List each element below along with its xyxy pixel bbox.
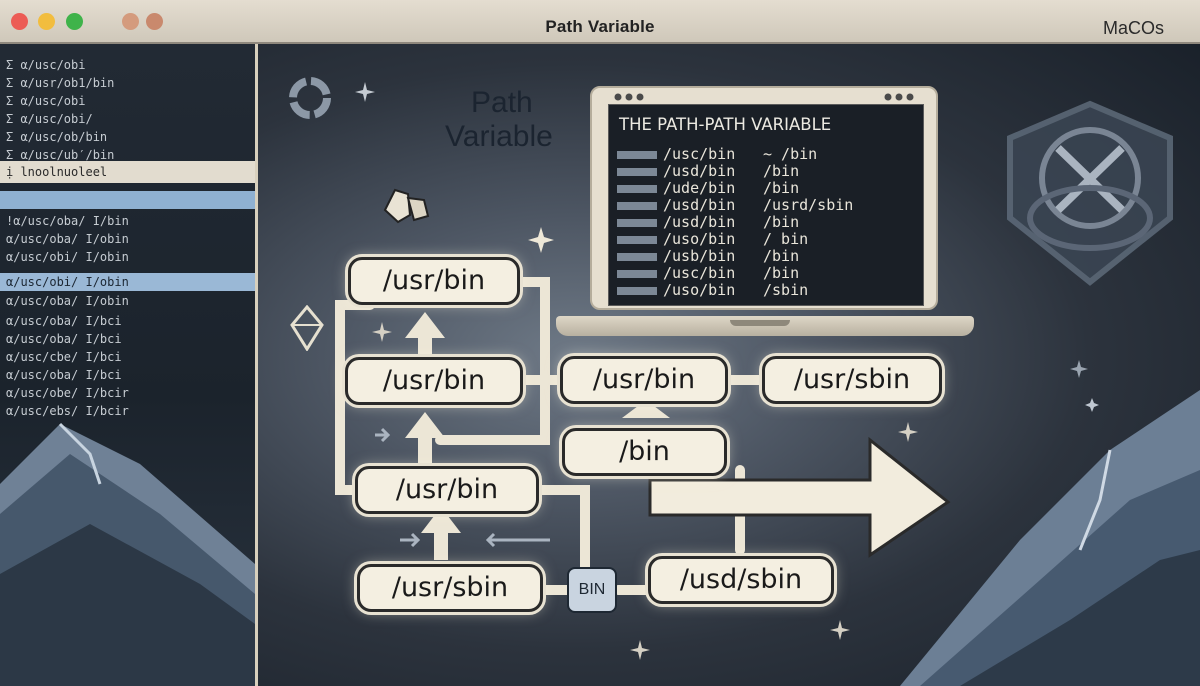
node-usd-sbin[interactable]: /usd/sbin (648, 556, 834, 604)
sidebar-header: ị lnoolnuoleel (6, 165, 107, 179)
sidebar-line[interactable]: Σ α/usc/obi (6, 94, 85, 108)
loading-ring-icon (286, 74, 336, 124)
node-bin-center[interactable]: /bin (562, 428, 727, 476)
sidebar-line[interactable]: Σ α/usc/obi (6, 58, 85, 72)
sidebar-line[interactable]: α/usc/oba/ I/bci (6, 314, 122, 328)
sidebar-selected-row[interactable]: α/usc/obi/ I/obin (0, 273, 255, 291)
sidebar-selected-text: α/usc/obi/ I/obin (6, 275, 129, 289)
node-usr-bin-low[interactable]: /usr/bin (355, 466, 539, 514)
illustration-title-line-1: Path (445, 86, 565, 120)
window-title: Path Variable (0, 17, 1200, 37)
sparkle-icon (830, 620, 850, 640)
title-bar: Path Variable MaCOs (0, 0, 1200, 44)
sidebar-line[interactable]: Σ α/usc/ob/bin (6, 130, 107, 144)
terminal-row: /uso/bin/ bin (617, 230, 808, 248)
sparkle-icon (630, 640, 650, 660)
rocks-icon (380, 180, 440, 230)
sidebar-line[interactable]: α/usc/cbe/ I/bci (6, 350, 122, 364)
node-usr-bin-top[interactable]: /usr/bin (348, 257, 520, 305)
bin-badge[interactable]: BIN (567, 567, 617, 613)
terminal-row: /usd/bin/bin (617, 213, 799, 231)
node-usr-bin-mid[interactable]: /usr/bin (345, 357, 523, 405)
sidebar-line[interactable]: !α/usc/oba/ I/bin (6, 214, 129, 228)
sparkle-icon (898, 422, 918, 442)
shield-emblem-icon (1000, 98, 1180, 288)
sidebar: Σ α/usc/obi Σ α/usr/ob1/bin Σ α/usc/obi … (0, 44, 258, 686)
node-usr-bin-center[interactable]: /usr/bin (560, 356, 728, 404)
sparkles-icon (1054, 340, 1104, 420)
terminal-row: /usd/bin/usrd/sbin (617, 196, 853, 214)
mountain-left-art (0, 394, 255, 686)
sidebar-line[interactable]: Σ α/usr/ob1/bin (6, 76, 114, 90)
illustration-title: Path Variable (445, 86, 565, 154)
diamond-sparkle-icon (528, 227, 554, 253)
sidebar-line[interactable]: α/usc/oba/ I/obin (6, 294, 129, 308)
terminal-row: /ude/bin/bin (617, 179, 799, 197)
illustration-title-line-2: Variable (445, 120, 565, 154)
sidebar-line[interactable]: α/usc/oba/ I/bci (6, 332, 122, 346)
sidebar-line[interactable]: α/usc/obi/ I/obin (6, 250, 129, 264)
sidebar-line[interactable]: Σ α/usc/obi/ (6, 112, 93, 126)
node-usr-sbin-right[interactable]: /usr/sbin (762, 356, 942, 404)
sidebar-line[interactable]: Σ α/usc/ub′/bin (6, 148, 114, 162)
os-label: MaCOs (1103, 18, 1164, 39)
sidebar-line[interactable]: α/usc/oba/ I/obin (6, 232, 129, 246)
terminal-title: THE PATH-PATH VARIABLE (619, 115, 831, 134)
terminal-row: /usd/bin­­/bin (617, 162, 799, 180)
node-usr-sbin-bottom[interactable]: /usr/sbin (357, 564, 543, 612)
sidebar-header-bar[interactable]: ị lnoolnuoleel (0, 161, 255, 183)
sparkle-icon (355, 82, 375, 102)
laptop-window-controls (612, 91, 922, 103)
sparkle-icon (372, 322, 392, 342)
terminal-row: /usc/bin~ /bin (617, 145, 817, 163)
sidebar-highlight-row[interactable] (0, 191, 255, 209)
sidebar-line[interactable]: α/usc/oba/ I/bci (6, 368, 122, 382)
